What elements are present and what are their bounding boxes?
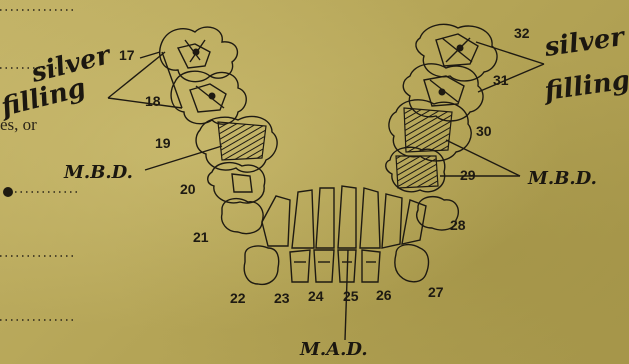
tooth-26: [362, 250, 380, 282]
tooth-18: [171, 71, 246, 124]
tooth-21: [222, 199, 263, 234]
tooth-32: [416, 24, 497, 81]
right-filling-label: filling: [541, 65, 629, 107]
tooth-24: [314, 250, 334, 282]
tooth-numbers: 17 18 19 20 21 22 23 24 25 26 27 28 29 3…: [119, 25, 530, 306]
right-mbd-label: M.B.D.: [527, 168, 597, 189]
tooth-number-25: 25: [343, 288, 359, 304]
tooth-29: [386, 147, 445, 192]
tooth-number-20: 20: [180, 181, 196, 197]
tooth-number-29: 29: [460, 167, 476, 183]
tooth-number-26: 26: [376, 287, 392, 303]
tooth-23: [290, 250, 310, 282]
tooth-number-24: 24: [308, 288, 324, 304]
right-silver-label: silver: [542, 22, 628, 63]
tooth-number-27: 27: [428, 284, 444, 300]
form-bullet: [3, 187, 13, 197]
tooth-number-18: 18: [145, 93, 161, 109]
tooth-17: [160, 27, 238, 82]
tooth-number-32: 32: [514, 25, 530, 41]
tooth-number-31: 31: [493, 72, 509, 88]
bottom-mad-label: M.A.D.: [299, 339, 368, 360]
tooth-number-21: 21: [193, 229, 209, 245]
tooth-number-30: 30: [476, 123, 492, 139]
tooth-number-17: 17: [119, 47, 135, 63]
front-incisors: [262, 186, 426, 248]
tooth-22: [244, 246, 278, 284]
tooth-30: [389, 100, 471, 161]
left-mbd-label: M.B.D.: [63, 162, 133, 183]
tooth-number-19: 19: [155, 135, 171, 151]
tooth-number-23: 23: [274, 290, 290, 306]
tooth-number-28: 28: [450, 217, 466, 233]
tooth-number-22: 22: [230, 290, 246, 306]
tooth-27: [395, 245, 429, 282]
